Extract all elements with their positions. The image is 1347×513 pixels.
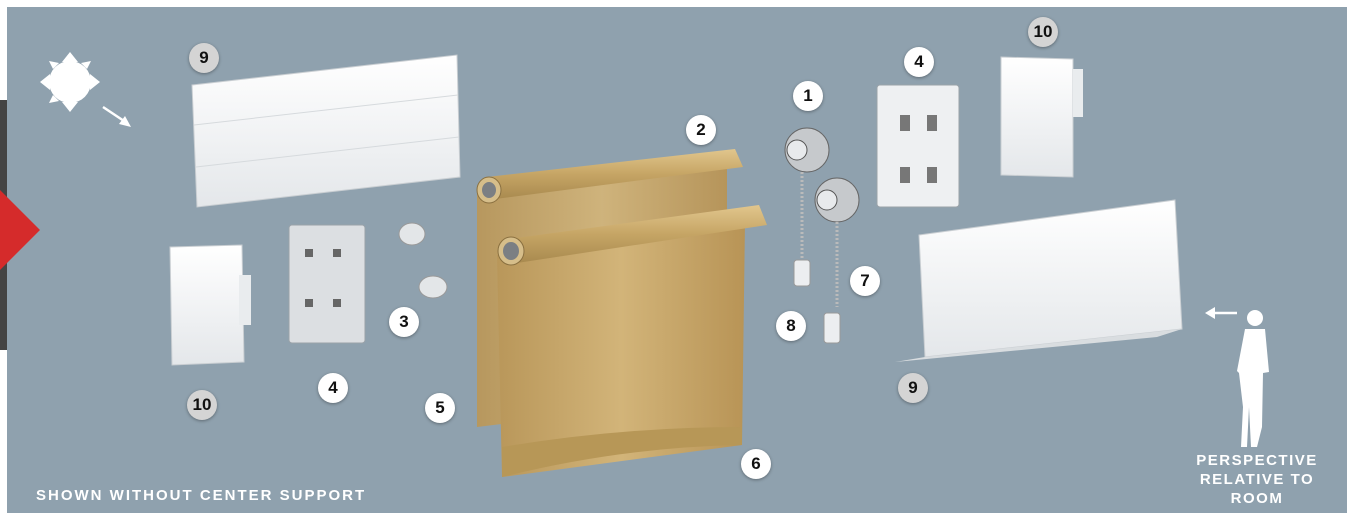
- diagram-stage: 9 10 4 3 5 2 6 1 7 8 4 10 9 SHOWN WITHOU…: [7, 7, 1347, 513]
- callout-1: 1: [793, 81, 823, 111]
- exploded-shade-illustration: [7, 7, 1347, 513]
- callout-6: 6: [741, 449, 771, 479]
- direction-arrow-icon: [103, 107, 131, 127]
- caption-without-center-support: SHOWN WITHOUT CENTER SUPPORT: [36, 487, 366, 504]
- callout-9-top: 9: [189, 43, 219, 73]
- perspective-caption: PERSPECTIVE RELATIVE TO ROOM: [1182, 451, 1332, 508]
- callout-4-right: 4: [904, 47, 934, 77]
- roller-shade-front: [497, 205, 767, 477]
- callout-8: 8: [776, 311, 806, 341]
- end-plugs: [399, 223, 447, 298]
- fascia-panel-right: [895, 200, 1182, 362]
- callout-3: 3: [389, 307, 419, 337]
- callout-2: 2: [686, 115, 716, 145]
- perspective-line-1: PERSPECTIVE: [1182, 451, 1332, 470]
- callout-4-left: 4: [318, 373, 348, 403]
- perspective-line-3: ROOM: [1182, 489, 1332, 508]
- end-cap-left: [170, 245, 251, 365]
- bracket-left: [289, 225, 365, 343]
- callout-5: 5: [425, 393, 455, 423]
- brand-logo-icon[interactable]: [0, 185, 46, 275]
- end-cap-right: [1001, 57, 1083, 177]
- sun-icon: [40, 52, 100, 112]
- bracket-right: [877, 85, 959, 207]
- person-silhouette-icon: [1205, 307, 1269, 447]
- callout-7: 7: [850, 266, 880, 296]
- clutch-assemblies: [785, 128, 859, 343]
- perspective-line-2: RELATIVE TO: [1182, 470, 1332, 489]
- callout-10-left: 10: [187, 390, 217, 420]
- callout-10-right: 10: [1028, 17, 1058, 47]
- callout-9-bottom: 9: [898, 373, 928, 403]
- fascia-panel-left: [192, 55, 460, 207]
